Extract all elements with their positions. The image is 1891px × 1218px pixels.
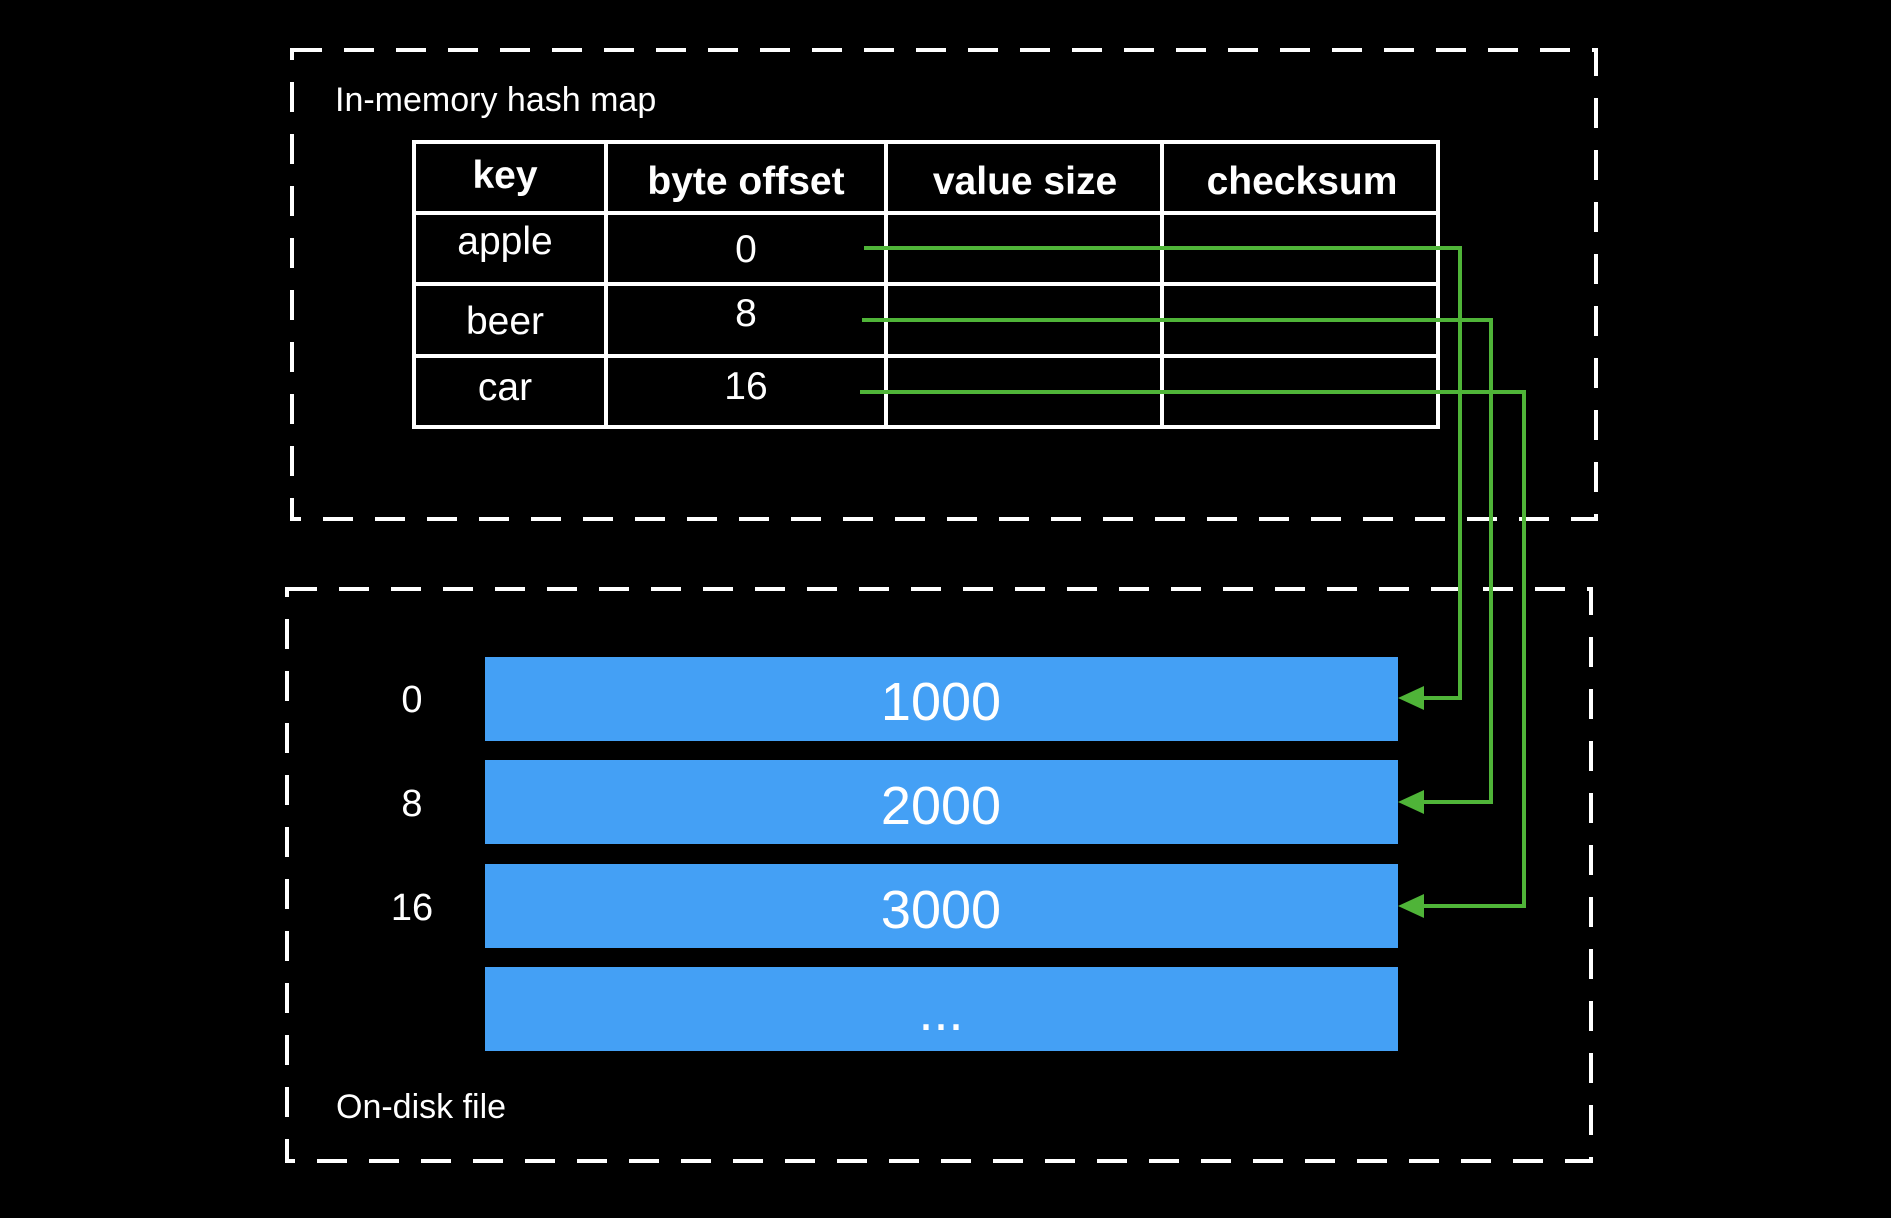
column-header-byte-offset: byte offset <box>647 160 844 203</box>
pointer-arrows <box>860 246 1526 918</box>
disk-block-0: 0 1000 <box>401 657 1398 741</box>
column-header-key: key <box>472 154 537 197</box>
disk-file-dashed-border <box>285 587 1593 1163</box>
hash-map-dashed-border <box>290 48 1598 521</box>
data-block <box>485 657 1398 741</box>
row-key-apple: apple <box>457 220 552 263</box>
data-block <box>485 864 1398 948</box>
block-offset-label: 0 <box>401 679 422 721</box>
row-offset-car: 16 <box>724 365 767 408</box>
column-header-value-size: value size <box>933 160 1117 203</box>
hash-map-title: In-memory hash map <box>335 81 656 119</box>
disk-block-16: 16 3000 <box>391 864 1398 948</box>
block-value: 1000 <box>881 672 1001 732</box>
pointer-arrow-beer <box>862 318 1493 804</box>
pointer-arrow-apple <box>864 246 1462 700</box>
row-offset-apple: 0 <box>735 228 757 271</box>
data-block <box>485 760 1398 844</box>
block-value: 2000 <box>881 776 1001 836</box>
hash-map-table: key byte offset value size checksum appl… <box>412 140 1440 429</box>
disk-block-ellipsis: ... <box>485 967 1398 1051</box>
disk-file-region: On-disk file 0 1000 8 2000 16 3000 ... <box>285 587 1593 1163</box>
block-value: 3000 <box>881 880 1001 940</box>
arrowhead-icon <box>1398 894 1424 918</box>
pointer-arrow-car <box>860 390 1526 908</box>
column-header-checksum: checksum <box>1207 160 1398 203</box>
arrowhead-icon <box>1398 790 1424 814</box>
block-offset-label: 16 <box>391 887 433 929</box>
row-offset-beer: 8 <box>735 292 757 335</box>
data-block <box>485 967 1398 1051</box>
arrowhead-icon <box>1398 686 1424 710</box>
disk-file-title: On-disk file <box>336 1088 506 1126</box>
disk-block-8: 8 2000 <box>401 760 1398 844</box>
hash-map-region: In-memory hash map key byte offset value… <box>290 48 1598 521</box>
row-key-beer: beer <box>466 300 544 343</box>
row-key-car: car <box>478 366 532 409</box>
block-value: ... <box>918 982 963 1042</box>
block-offset-label: 8 <box>401 783 422 825</box>
